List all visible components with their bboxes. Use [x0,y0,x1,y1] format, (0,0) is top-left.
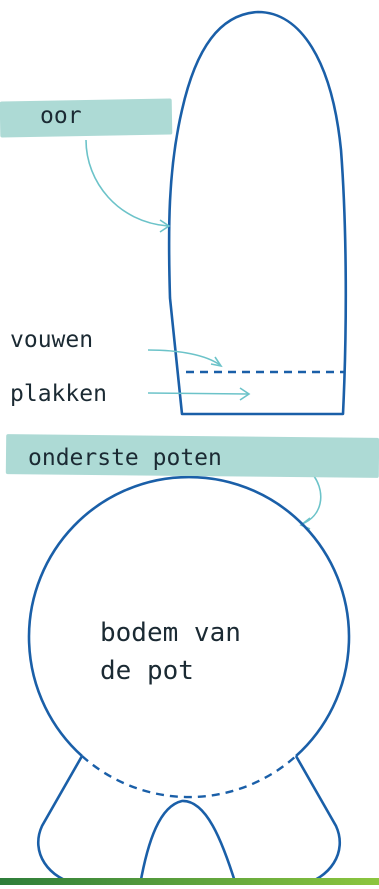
pot-bottom-dashed [81,755,297,799]
arrow-vouwen [147,349,221,366]
arrow-onderste-poten [301,475,322,525]
label-onderste-poten: onderste poten [28,445,222,471]
arrow-plakken-head [239,387,251,401]
label-vouwen: vouwen [10,327,94,353]
label-oor: oor [40,103,82,129]
label-bodem-line1: bodem van [100,618,241,648]
arrow-plakken [147,392,249,395]
ear-outline [167,10,348,416]
arrow-oor-head [159,219,171,233]
arrow-oor [85,139,169,227]
leg-middle-outline [138,799,238,886]
arrow-vouwen-head [210,356,223,368]
bottom-color-bar [0,878,379,885]
leg-right-outline [294,755,342,887]
label-tape-oor [0,98,173,138]
pot-bottom-outline [27,475,351,757]
leg-left-outline [36,755,84,887]
label-plakken: plakken [10,381,107,407]
label-bodem-line2: de pot [100,656,194,686]
